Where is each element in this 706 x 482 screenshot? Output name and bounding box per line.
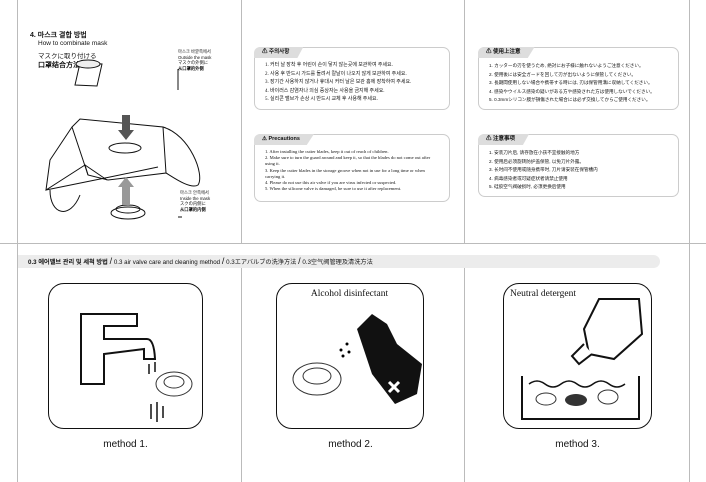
page-divider xyxy=(689,0,690,482)
method-2-panel: Alcohol disinfectant xyxy=(276,283,424,429)
faucet-rinse-illustration xyxy=(80,313,193,422)
warning-icon: ⚠ xyxy=(262,136,269,142)
page-divider xyxy=(0,243,706,244)
caution-box-english: ⚠ Precautions 1. After installing the cu… xyxy=(254,134,450,202)
method-2-caption: Alcohol disinfectant xyxy=(310,289,389,299)
method-2-label: method 2. xyxy=(328,439,373,450)
method-1-label: method 1. xyxy=(103,439,148,450)
caution-tag: ⚠ Precautions xyxy=(254,134,314,145)
warning-icon: ⚠ xyxy=(486,49,494,55)
method-3-caption: Neutral detergent xyxy=(510,289,577,299)
caution-tag: ⚠ 注意事项 xyxy=(478,134,530,145)
mask-assembly-illustration xyxy=(45,59,201,220)
page-divider xyxy=(464,0,465,243)
combine-jp: マスクに取り付ける xyxy=(38,53,97,60)
caution-tag: ⚠ 주의사항 xyxy=(254,47,304,58)
method-1-panel xyxy=(48,283,203,429)
page-divider xyxy=(17,0,18,482)
method-3-panel: Neutral detergent xyxy=(503,283,652,429)
combine-en: How to combinate mask xyxy=(38,40,108,47)
page-divider xyxy=(241,0,242,243)
page-divider xyxy=(241,268,242,482)
detergent-soak-illustration xyxy=(521,298,644,420)
combine-cn: 口罩结合方法 xyxy=(38,62,80,69)
alcohol-spray-illustration xyxy=(292,314,422,404)
page-divider xyxy=(464,268,465,482)
caution-box-japanese: ⚠ 使用上注意 1. カッターの刃を使うため, 絶対にお子様に触れないようご注意… xyxy=(478,47,679,110)
caution-tag: ⚠ 使用上注意 xyxy=(478,47,535,58)
combine-title: 4. 마스크 결합 방법 xyxy=(30,32,87,39)
warning-icon: ⚠ xyxy=(486,136,494,142)
warning-icon: ⚠ xyxy=(262,49,270,55)
method-3-label: method 3. xyxy=(555,439,600,450)
caution-box-korean: ⚠ 주의사항 1. 커터 날 장착 후 어린이 손이 닿지 않는곳에 보관하여 … xyxy=(254,47,450,110)
cleaning-header: 0.3 에어밸브 관리 및 세척 방법 / 0.3 air valve care… xyxy=(18,255,660,268)
